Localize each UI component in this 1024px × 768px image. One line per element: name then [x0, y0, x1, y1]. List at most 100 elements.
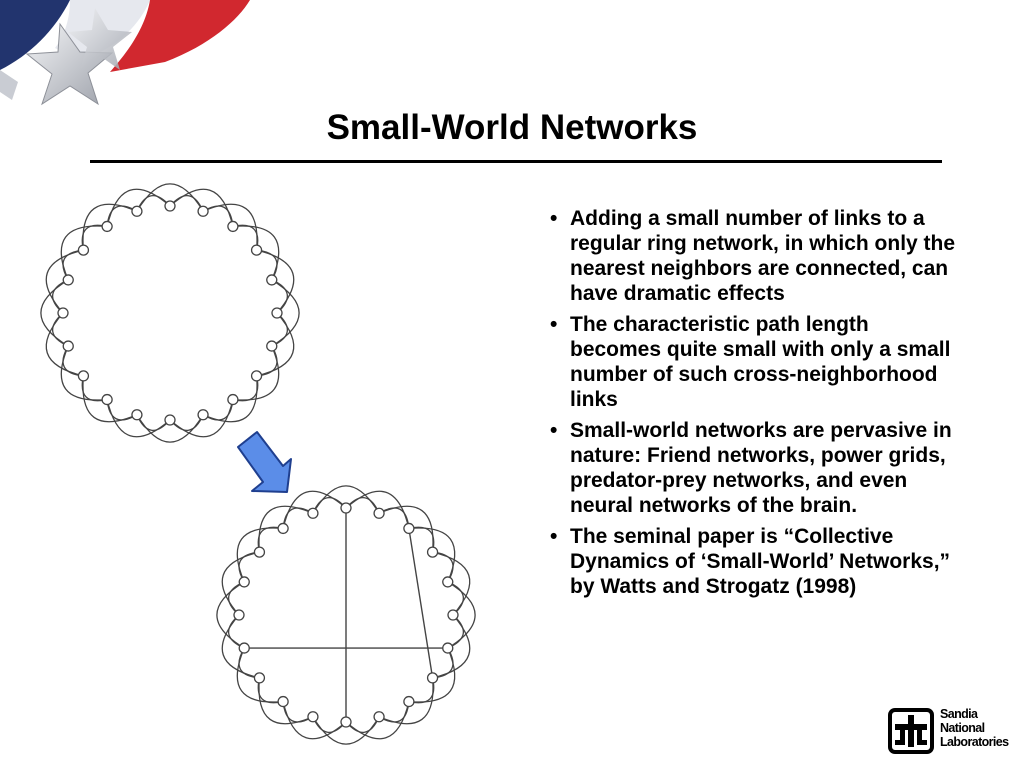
bullet-text: The seminal paper is “Collective Dynamic… [570, 525, 951, 598]
network-node [197, 205, 209, 217]
logo-line: National [940, 721, 985, 735]
ring-edge [282, 701, 347, 740]
ring-edge [312, 485, 380, 514]
ring-edge [312, 716, 380, 745]
bullet-icon: • [550, 313, 558, 336]
network-node [403, 695, 415, 708]
sandia-logo: Sandia National Laboratories [886, 705, 1016, 757]
logo-line: Sandia [940, 707, 978, 721]
network-node [131, 205, 143, 217]
ring-edge [232, 225, 280, 281]
bullet-icon: • [550, 419, 558, 442]
ring-edge [106, 188, 171, 227]
network-node [307, 711, 319, 723]
network-node [238, 642, 250, 654]
small-world-ring-network [216, 485, 476, 745]
network-node [426, 672, 439, 684]
down-arrow-icon [237, 431, 292, 493]
bullet-text: The characteristic path length becomes q… [570, 313, 951, 411]
network-node [442, 576, 454, 588]
network-node [373, 507, 385, 519]
network-node [233, 609, 245, 621]
network-node [197, 409, 209, 421]
network-node [250, 370, 263, 382]
network-node [447, 609, 459, 621]
ring-edge [378, 505, 434, 553]
network-node [277, 522, 289, 535]
ring-edge [378, 677, 434, 725]
transform-arrow [237, 431, 292, 493]
bullet-list: • Adding a small number of links to a reg… [548, 206, 958, 605]
ring-edge [216, 581, 245, 649]
network-node [403, 522, 415, 535]
network-node [62, 340, 74, 352]
network-node [253, 672, 266, 684]
regular-ring-network [40, 183, 300, 443]
ring-edge [432, 551, 471, 616]
ring-edge [82, 203, 138, 251]
title-underline [90, 160, 942, 163]
network-node [164, 414, 176, 426]
ring-edge [40, 279, 69, 347]
logo-line: Laboratories [940, 735, 1009, 749]
ring-edge [136, 414, 204, 443]
sandia-thunderbird-icon [888, 708, 934, 754]
logo-wordmark: Sandia National Laboratories [940, 707, 1020, 749]
network-node [57, 307, 69, 319]
network-node [340, 716, 352, 728]
network-node [77, 370, 90, 382]
network-node [101, 220, 113, 233]
network-node [227, 220, 239, 233]
network-node [266, 340, 278, 352]
network-node [250, 244, 263, 256]
network-node [373, 711, 385, 723]
ring-edge [82, 375, 138, 423]
ring-edge [136, 183, 204, 212]
ring-edge [60, 225, 108, 281]
network-node [164, 200, 176, 212]
network-node [131, 409, 143, 421]
network-node [340, 502, 352, 514]
ring-edge [345, 490, 410, 529]
bullet-text: Small-world networks are pervasive in na… [570, 419, 952, 517]
ring-edge [258, 505, 314, 553]
ring-edge [60, 345, 108, 401]
ring-edge [256, 249, 295, 314]
ring-edge [221, 551, 260, 616]
shortcut-edge [408, 528, 434, 679]
slide-title: Small-World Networks [326, 108, 698, 147]
network-node [227, 393, 239, 406]
ring-edge [232, 345, 280, 401]
network-node [101, 393, 113, 406]
ring-edge [236, 527, 284, 583]
network-node [307, 507, 319, 519]
bullet-icon: • [550, 207, 558, 230]
bullet-item: • The seminal paper is “Collective Dynami… [548, 524, 958, 599]
ring-edge [45, 312, 84, 377]
ring-edge [408, 527, 456, 583]
ring-edge [447, 581, 476, 649]
bullet-text: Adding a small number of links to a regu… [570, 207, 956, 305]
network-node [62, 274, 74, 286]
bullet-item: • The characteristic path length becomes … [548, 312, 958, 412]
ring-edge [106, 399, 171, 438]
flag-star-decoration [0, 0, 250, 106]
ring-edge [408, 647, 456, 703]
ring-edge [202, 375, 258, 423]
ring-edge [45, 249, 84, 314]
flag-red-stripe [110, 0, 250, 72]
ring-edge [221, 614, 260, 679]
network-node [277, 695, 289, 708]
network-node [266, 274, 278, 286]
flag-blue-stripe [0, 0, 70, 70]
network-node [238, 576, 250, 588]
bullet-icon: • [550, 525, 558, 548]
ring-edge [432, 614, 471, 679]
ring-edge [169, 188, 234, 227]
ring-edge [169, 399, 234, 438]
network-node [77, 244, 90, 256]
ring-edge [345, 701, 410, 740]
network-node [253, 546, 266, 558]
